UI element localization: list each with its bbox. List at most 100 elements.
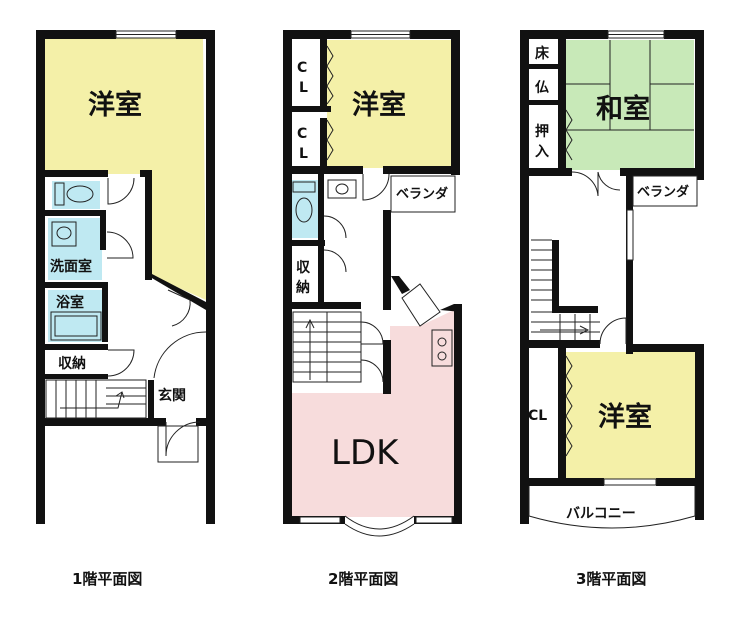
floor3-balcony <box>528 486 696 529</box>
floor2-ldk <box>292 310 454 517</box>
floor2-veranda <box>390 175 456 213</box>
floor1-bathtub <box>50 311 102 341</box>
floor2-wall-cl-div1 <box>291 106 331 112</box>
floor2-western-room-label: 洋室 <box>352 89 406 121</box>
floor1-caption: 1階平面図 <box>72 570 142 588</box>
floor2-wall-storage-top <box>291 240 325 246</box>
floor2-wall-left <box>283 30 292 524</box>
floor2-window-bottom-l <box>299 516 341 524</box>
floor2-window-bottom-r <box>415 516 453 524</box>
floor2-wall-cl-v2 <box>320 118 327 166</box>
floor1-washroom <box>48 218 102 280</box>
floor1-wall-top-left <box>36 30 116 39</box>
floor3-wall-right-upper <box>695 30 704 180</box>
floor3-wall-niche-h2 <box>528 100 560 105</box>
floor2-caption: 2階平面図 <box>328 570 398 588</box>
floor1-western-room <box>44 38 206 300</box>
floor1-toilet-area <box>52 181 100 209</box>
floor3-western-room-label: 洋室 <box>598 401 652 433</box>
floor3-wall-niche-h1 <box>528 64 560 69</box>
floor3-wall-jroom-bot <box>520 168 572 176</box>
floor2-ldk-label: LDK <box>331 433 400 473</box>
floor3-oshiire-label-a: 押 <box>535 123 549 140</box>
floor3-alcove-label: 床 <box>535 45 550 62</box>
floor1-wall-top-right <box>176 30 215 39</box>
floor1-wall-bath-v <box>102 282 108 342</box>
floor2-closet1-label-b: L <box>299 80 308 96</box>
floor1-door-entry <box>165 421 201 457</box>
floor2-bay-window <box>344 515 415 537</box>
floor3-japanese-room-label: 和室 <box>596 93 650 125</box>
floor1-wall-lower <box>36 418 166 426</box>
floor3-wall-top-r <box>664 30 704 39</box>
floor1-wall-storage-bot <box>44 374 108 379</box>
floor3-wall-stair-v <box>552 240 559 308</box>
floor3-wall-top-l <box>520 30 608 39</box>
floor2-stairs <box>292 311 362 383</box>
floor3-tatami-lines <box>566 40 694 131</box>
floor2-storage-label-b: 納 <box>296 279 310 296</box>
floor3-wall-room-top2 <box>626 344 704 352</box>
floor3-western-room <box>566 352 695 482</box>
floor1-door-storage <box>107 349 135 377</box>
floor3-window-bottom <box>603 478 657 486</box>
floor1-washroom-label: 洗面室 <box>50 258 92 275</box>
floor1-wall-left <box>36 30 45 524</box>
floor3-altar-label: 仏 <box>535 80 549 96</box>
floor3-balcony-label: バルコニー <box>566 506 636 522</box>
floor3-wall-left <box>520 30 529 524</box>
floor1-storage-label: 収納 <box>58 355 86 372</box>
floor1-wall-entry-post <box>148 380 154 420</box>
floor2-storage-label-a: 収 <box>296 259 311 276</box>
floor2-toilet <box>292 181 316 193</box>
floor2-wall-kitchen-diag <box>391 276 410 294</box>
floor1-wall-lower-right <box>196 418 215 426</box>
floor1-wall-stub <box>145 170 152 280</box>
floor2-wall-stair-right <box>383 340 391 394</box>
floor2-wall-right-upper <box>451 30 460 175</box>
floor2-wall-hall-right <box>383 210 391 310</box>
floor-3-plan: 床 仏 押 入 和室 ベランダ CL 洋室 バルコニー 3階平面図 <box>520 30 704 588</box>
floor3-veranda <box>632 175 698 207</box>
floor1-door-wash <box>106 231 134 259</box>
floor3-japanese-room <box>566 40 694 170</box>
floor1-entrance-label: 玄関 <box>158 387 186 404</box>
floor2-veranda-label: ベランダ <box>396 186 448 202</box>
floor3-wall-cl-v <box>558 348 566 478</box>
floor1-toilet-tank <box>54 182 65 206</box>
floor3-wall-jroom-bot2 <box>620 168 704 176</box>
floor2-wall-room-bot2 <box>383 166 460 174</box>
floor3-wall-room-bot <box>520 478 604 486</box>
floor1-door-toilet <box>107 177 135 205</box>
floor1-bathroom-label: 浴室 <box>56 294 84 311</box>
floor3-closet-label: CL <box>528 408 547 424</box>
floor3-closet-doors <box>565 355 573 457</box>
floor2-hall-sink <box>327 179 357 199</box>
floor-2-plan: 洋室 C L C L ベランダ 収 納 LDK 2階平面図 <box>283 30 462 588</box>
floor3-wall-right-lower <box>695 344 704 520</box>
floor2-wall-storage-bot <box>291 302 361 309</box>
floor1-wash-sink <box>51 221 77 247</box>
floor1-stairs <box>45 379 147 419</box>
floor3-caption: 3階平面図 <box>576 570 646 588</box>
floor3-stairs <box>531 239 600 340</box>
floor2-kitchen-counter <box>401 283 453 367</box>
floor1-wall-right <box>206 30 215 524</box>
floor3-oshiire-label-b: 入 <box>535 144 549 160</box>
floor2-wall-top-right <box>410 30 460 39</box>
floor2-wall-toilet-v <box>318 174 324 242</box>
floor2-wall-right-lower <box>454 304 462 524</box>
floor1-door-hall <box>153 331 207 379</box>
floor1-toilet-bowl <box>66 185 94 203</box>
floor2-closet1-label-a: C <box>297 60 307 76</box>
floor3-wall-room-top <box>520 340 600 348</box>
floor2-wall-cl-v <box>320 38 327 108</box>
floor3-wall-niche-v <box>558 38 566 174</box>
floor3-wall-room-bot2 <box>656 478 704 486</box>
floor1-western-room-label: 洋室 <box>88 89 142 121</box>
floor-1-plan: 洋室 洗面室 浴室 収納 玄関 1階平面図 <box>36 30 215 588</box>
floor2-wall-room-bot <box>283 166 363 174</box>
floor1-wall-diagonal <box>145 274 206 310</box>
floor3-wall-stair-h <box>552 306 598 313</box>
